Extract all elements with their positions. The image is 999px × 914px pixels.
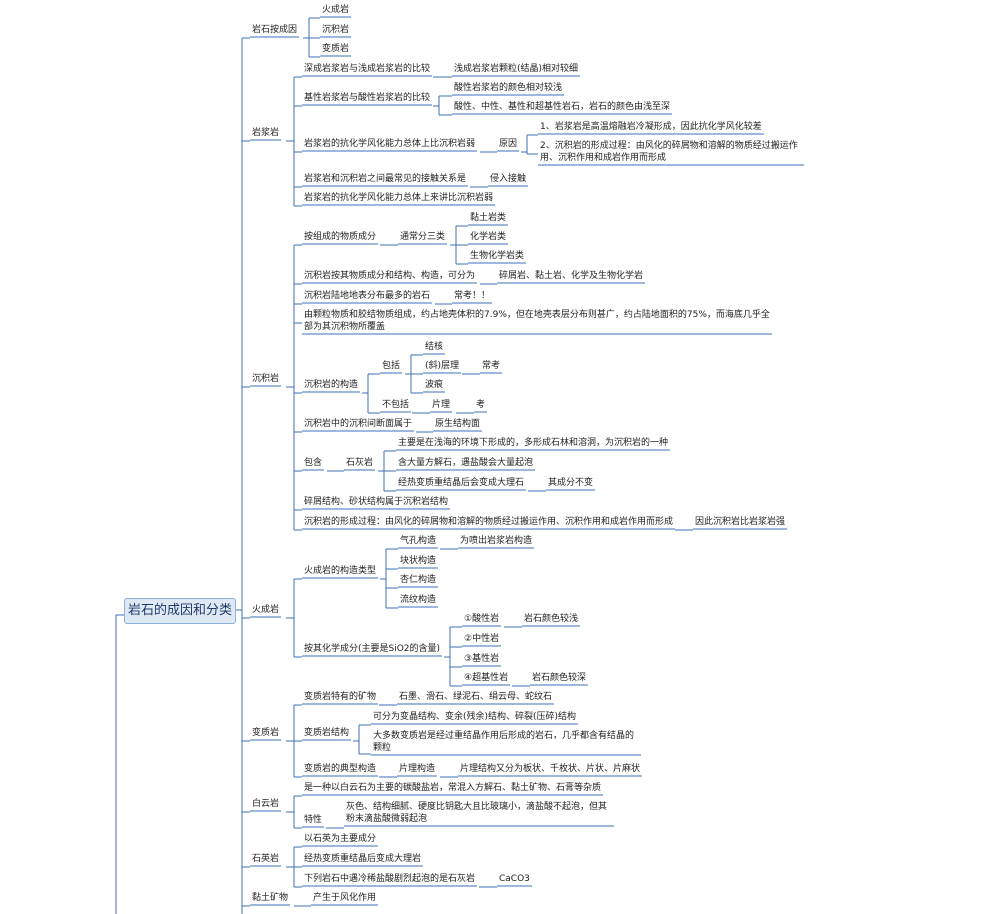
leaf-node[interactable]: 流纹构造 xyxy=(400,595,437,605)
leaf-node[interactable]: CaCO3 xyxy=(499,874,530,884)
leaf-node[interactable]: 变质岩 xyxy=(322,44,350,54)
topic-node[interactable]: 下列岩石中遇冷稀盐酸剧烈起泡的是石灰岩 xyxy=(304,874,476,884)
topic-node[interactable]: 变质岩的典型构造 xyxy=(304,764,377,774)
leaf-node[interactable]: 常考！！ xyxy=(454,291,491,301)
leaf-node[interactable]: 块状构造 xyxy=(400,556,437,566)
leaf-node[interactable]: 火成岩 xyxy=(322,5,350,15)
leaf-node[interactable]: 酸性岩浆岩的颜色相对较浅 xyxy=(454,83,563,93)
topic-node[interactable]: 岩浆岩的抗化学风化能力总体上比沉积岩弱 xyxy=(304,139,476,149)
category-node[interactable]: 岩石按成因 xyxy=(252,25,298,35)
topic-node[interactable]: 包括 xyxy=(382,361,401,371)
topic-node[interactable]: 变质岩特有的矿物 xyxy=(304,692,377,702)
leaf-node[interactable]: 可分为变晶结构、变余(残余)结构、碎裂(压碎)结构 xyxy=(373,712,577,722)
leaf-node[interactable]: 灰色、结构细腻、硬度比钥匙大且比玻璃小，滴盐酸不起泡，但其粉末滴盐酸微弱起泡 xyxy=(346,802,608,824)
category-node[interactable]: 白云岩 xyxy=(252,799,280,809)
topic-node[interactable]: 按其化学成分(主要是SiO2的含量) xyxy=(304,644,441,654)
topic-node[interactable]: 气孔构造 xyxy=(400,536,437,546)
leaf-node[interactable]: 杏仁构造 xyxy=(400,575,437,585)
leaf-node[interactable]: 1、岩浆岩是高温熔融岩冷凝形成，因此抗化学风化较差 xyxy=(540,122,762,132)
topic-node[interactable]: 经热变质重结晶后变成大理岩 xyxy=(304,854,422,864)
category-node[interactable]: 岩浆岩 xyxy=(252,128,280,138)
leaf-node[interactable]: 黏土岩类 xyxy=(470,213,507,223)
leaf-node[interactable]: 片理结构又分为板状、千枚状、片状、片麻状 xyxy=(460,764,641,774)
topic-node[interactable]: ④超基性岩 xyxy=(464,673,509,683)
leaf-node[interactable]: 其成分不变 xyxy=(548,478,594,488)
topic-node[interactable]: 按组成的物质成分 xyxy=(304,232,377,242)
leaf-node[interactable]: 大多数变质岩是经过重结晶作用后形成的岩石，几乎都含有结晶的颗粒 xyxy=(373,731,635,753)
leaf-node[interactable]: 浅成岩浆岩颗粒(结晶)相对较细 xyxy=(454,64,579,74)
topic-node[interactable]: 碎屑结构、砂状结构属于沉积岩结构 xyxy=(304,497,449,507)
leaf-node[interactable]: 碎屑岩、黏土岩、化学及生物化学岩 xyxy=(499,271,644,281)
leaf-node[interactable]: ②中性岩 xyxy=(464,634,500,644)
topic-node[interactable]: 火成岩的构造类型 xyxy=(304,566,377,576)
category-node[interactable]: 石英岩 xyxy=(252,854,280,864)
topic-node[interactable]: 变质岩结构 xyxy=(304,728,350,738)
leaf-node[interactable]: (斜)层理 xyxy=(425,361,460,371)
leaf-node[interactable]: 侵入接触 xyxy=(490,174,527,184)
topic-node[interactable]: 是一种以白云石为主要的碳酸盐岩，常混入方解石、黏土矿物、石膏等杂质 xyxy=(304,783,602,793)
topic-node[interactable]: 由颗粒物质和胶结物质组成，约占地壳体积的7.9%，但在地壳表层分布则甚广，约占陆… xyxy=(304,310,770,332)
topic-node[interactable]: 基性岩浆岩与酸性岩浆岩的比较 xyxy=(304,93,431,103)
topic-node[interactable]: 沉积岩的构造 xyxy=(304,380,359,390)
topic-node[interactable]: 深成岩浆岩与浅成岩浆岩的比较 xyxy=(304,64,431,74)
category-node[interactable]: 变质岩 xyxy=(252,728,280,738)
leaf-node[interactable]: 经热变质重结晶后会变成大理石 xyxy=(398,478,525,488)
topic-node[interactable]: 沉积岩的形成过程：由风化的碎屑物和溶解的物质经过搬运作用、沉积作用和成岩作用而形… xyxy=(304,517,674,527)
leaf-node[interactable]: 常考 xyxy=(482,361,501,371)
leaf-node[interactable]: 原生结构面 xyxy=(435,419,481,429)
topic-node[interactable]: ①酸性岩 xyxy=(464,614,500,624)
leaf-node[interactable]: 岩石颜色较浅 xyxy=(524,614,579,624)
topic-node[interactable]: 片理构造 xyxy=(399,764,436,774)
leaf-node[interactable]: 沉积岩 xyxy=(322,25,350,35)
leaf-node[interactable]: 生物化学岩类 xyxy=(470,251,525,261)
topic-node[interactable]: 岩浆岩和沉积岩之间最常见的接触关系是 xyxy=(304,174,467,184)
leaf-node[interactable]: ③基性岩 xyxy=(464,654,500,664)
category-node[interactable]: 黏土矿物 xyxy=(252,893,289,903)
leaf-node[interactable]: 石墨、滑石、绿泥石、绢云母、蛇纹石 xyxy=(399,692,553,702)
topic-node[interactable]: 原因 xyxy=(499,139,518,149)
topic-node[interactable]: 通常分三类 xyxy=(400,232,446,242)
leaf-node[interactable]: 2、沉积岩的形成过程：由风化的碎屑物和溶解的物质经过搬运作用、沉积作用和成岩作用… xyxy=(540,141,798,163)
topic-node[interactable]: 以石英为主要成分 xyxy=(304,834,377,844)
leaf-node[interactable]: 岩石颜色较深 xyxy=(532,673,587,683)
leaf-node[interactable]: 考 xyxy=(476,400,486,410)
topic-node[interactable]: 包含 xyxy=(304,458,323,468)
topic-node[interactable]: 不包括 xyxy=(382,400,410,410)
leaf-node[interactable]: 化学岩类 xyxy=(470,232,507,242)
leaf-node[interactable]: 结核 xyxy=(425,342,444,352)
topic-node[interactable]: 石灰岩 xyxy=(346,458,374,468)
leaf-node[interactable]: 片理 xyxy=(432,400,451,410)
leaf-node[interactable]: 产生于风化作用 xyxy=(313,893,377,903)
topic-node[interactable]: 沉积岩中的沉积间断面属于 xyxy=(304,419,413,429)
category-node[interactable]: 火成岩 xyxy=(252,605,280,615)
leaf-node[interactable]: 因此沉积岩比岩浆岩强 xyxy=(695,517,786,527)
leaf-node[interactable]: 波痕 xyxy=(425,380,444,390)
leaf-node[interactable]: 酸性、中性、基性和超基性岩石，岩石的颜色由浅至深 xyxy=(454,102,671,112)
topic-node[interactable]: 特性 xyxy=(304,815,323,825)
leaf-node[interactable]: 为喷出岩浆岩构造 xyxy=(460,536,533,546)
leaf-node[interactable]: 主要是在浅海的环境下形成的，多形成石林和溶洞，为沉积岩的一种 xyxy=(398,438,669,448)
category-node[interactable]: 沉积岩 xyxy=(252,374,280,384)
topic-node[interactable]: 沉积岩陆地地表分布最多的岩石 xyxy=(304,291,431,301)
connector xyxy=(115,614,124,914)
topic-node[interactable]: 岩浆岩的抗化学风化能力总体上来讲比沉积岩弱 xyxy=(304,193,494,203)
topic-node[interactable]: 沉积岩按其物质成分和结构、构造，可分为 xyxy=(304,271,476,281)
leaf-node[interactable]: 含大量方解石，遇盐酸会大量起泡 xyxy=(398,458,534,468)
root-node[interactable]: 岩石的成因和分类 xyxy=(124,598,236,624)
